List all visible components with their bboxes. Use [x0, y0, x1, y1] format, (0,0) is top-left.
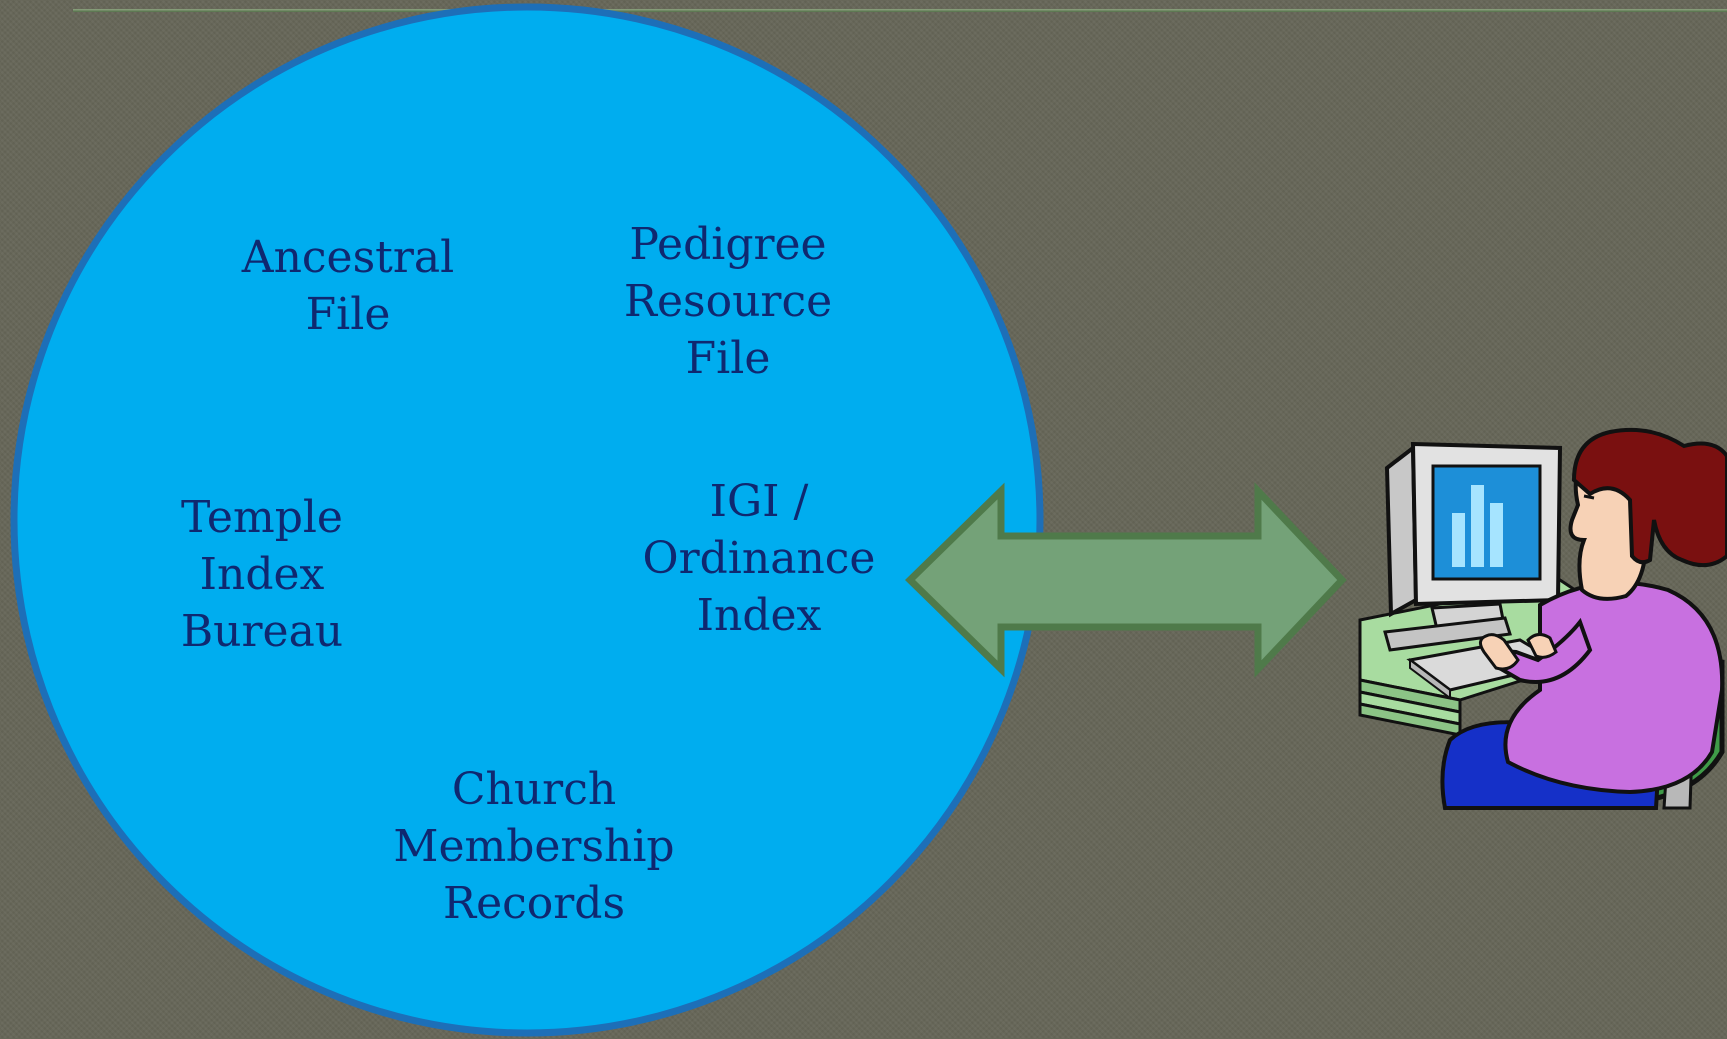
eye-icon	[1583, 494, 1595, 500]
top-divider-line	[73, 9, 1727, 12]
woman-at-computer-icon	[1358, 427, 1727, 810]
ancestral-file-label: Ancestral File	[241, 232, 455, 340]
igi-ordinance-index-label: IGI / Ordinance Index	[642, 476, 876, 641]
hands-icon	[1479, 633, 1558, 671]
double-headed-arrow-icon	[904, 482, 1347, 678]
church-membership-records-label: Church Membership Records	[393, 764, 675, 929]
records-database-circle	[10, 3, 1044, 1037]
monitor-icon	[1383, 441, 1563, 652]
pedigree-resource-file-label: Pedigree Resource File	[623, 219, 833, 384]
torso-icon	[1503, 580, 1725, 795]
hair-icon	[1571, 427, 1727, 568]
temple-index-bureau-label: Temple Index Bureau	[180, 492, 344, 657]
